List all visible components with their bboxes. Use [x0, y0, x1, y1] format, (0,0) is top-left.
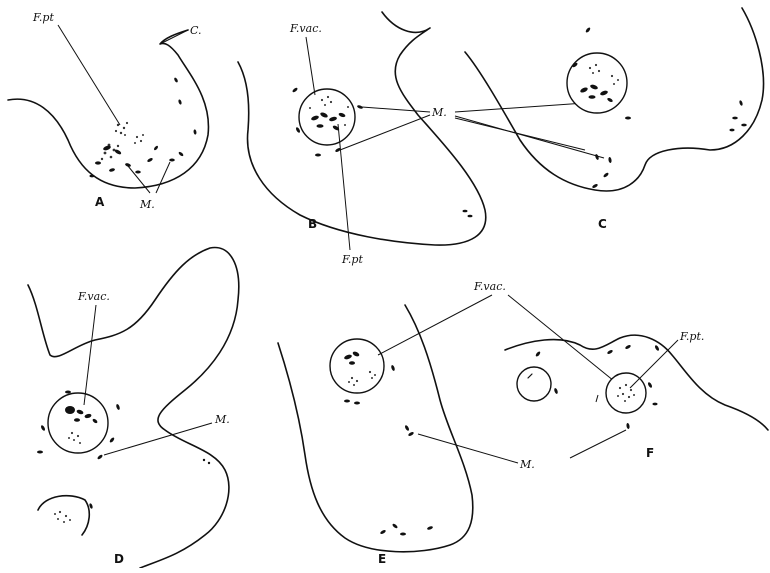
panel-b-m-label: M.	[431, 106, 447, 119]
panel-f-mitochondria	[535, 345, 659, 429]
panel-d-fvac-leader	[83, 304, 97, 406]
panel-f-m-leader	[569, 429, 627, 459]
panel-a-m-leader-1	[127, 165, 151, 194]
panel-c-vacuole-contents	[580, 63, 619, 103]
panel-d-fvac-label: F.vac.	[77, 290, 110, 303]
panel-b-fvac-label: F.vac.	[289, 22, 322, 35]
panel-a-m-label: M.	[139, 198, 155, 211]
panel-d-food-vacuole	[47, 392, 109, 454]
panel-b: F.vac. F.pt B	[237, 11, 487, 266]
panel-c-m-leader-3	[454, 117, 586, 151]
panel-e-m-label: M.	[519, 458, 535, 471]
panel-b-fpt-label: F.pt	[341, 253, 363, 266]
panel-e-letter: E	[378, 552, 386, 566]
panel-f-food-vacuole	[605, 372, 647, 414]
panel-a-m-leader-2	[155, 161, 171, 194]
panel-f-vacuole-contents	[617, 383, 635, 402]
panel-a-fpt-label: F.pt	[32, 11, 54, 24]
panel-a-fpt-leader	[57, 24, 121, 126]
panel-ef-fvac-callout: F.vac.	[377, 280, 615, 382]
panel-b-fvac-leader	[305, 36, 316, 96]
panel-d-letter: D	[114, 552, 124, 566]
panel-a-c-label: C.	[190, 24, 202, 37]
panel-a-cell-outline	[7, 29, 210, 189]
panel-b-m-leader-1	[361, 106, 431, 113]
panel-c-m-leader-2	[454, 115, 605, 159]
panel-b-m-leader-2	[339, 114, 431, 151]
panel-a-c-leader	[159, 29, 189, 45]
panel-e-mitochondria	[344, 365, 433, 536]
panel-d: F.vac. M. D	[27, 246, 240, 569]
panel-c-letter: C	[598, 217, 607, 231]
panel-c: C	[464, 7, 765, 231]
panel-c-m-leader-1	[454, 102, 586, 113]
panel-bc-m-callout: M.	[339, 102, 605, 159]
panel-b-fpt-leader	[337, 123, 351, 251]
panel-d-m-label: M.	[214, 413, 230, 426]
panel-d-vacuole-contents	[65, 406, 98, 444]
panel-e-vacuole-contents	[344, 351, 376, 386]
panel-d-m-leader	[103, 422, 213, 456]
panel-f-letter: F	[646, 446, 654, 460]
panel-b-vacuole-contents	[309, 95, 349, 131]
panel-e-food-vacuole	[329, 338, 385, 394]
panel-b-mitochondria	[292, 87, 473, 218]
panel-a-letter: A	[95, 195, 105, 209]
panel-d-cell-outline	[27, 246, 240, 569]
panel-c-cell-outline	[464, 7, 765, 192]
panel-d-second-vacuole	[37, 494, 93, 536]
panel-a-food-particles	[100, 121, 144, 161]
panel-f-empty-vacuole-mark	[527, 373, 533, 379]
panel-f-fvac-leader	[507, 294, 615, 382]
panel-b-cell-outline	[237, 11, 487, 246]
panel-b-letter: B	[308, 217, 317, 231]
panel-c-food-vacuole	[566, 52, 628, 114]
panel-e-m-leader	[417, 433, 519, 464]
panel-e-fvac-label: F.vac.	[473, 280, 506, 293]
panel-e-cell-outline	[277, 304, 474, 553]
panel-f-fpt-leader	[629, 339, 679, 389]
panel-a-mitochondria	[89, 77, 197, 178]
panel-d-mitochondria	[37, 390, 211, 465]
panel-f-cell-outline	[504, 334, 769, 431]
panel-f: F.pt. F	[504, 330, 769, 460]
panel-f-fpt-label: F.pt.	[679, 330, 704, 343]
panel-e: M. E	[277, 304, 535, 566]
panel-c-mitochondria	[572, 27, 747, 188]
panel-e-fvac-leader	[377, 294, 493, 356]
panel-a: F.pt M. C. A	[7, 11, 210, 211]
panel-f-empty-vacuole	[516, 366, 552, 402]
